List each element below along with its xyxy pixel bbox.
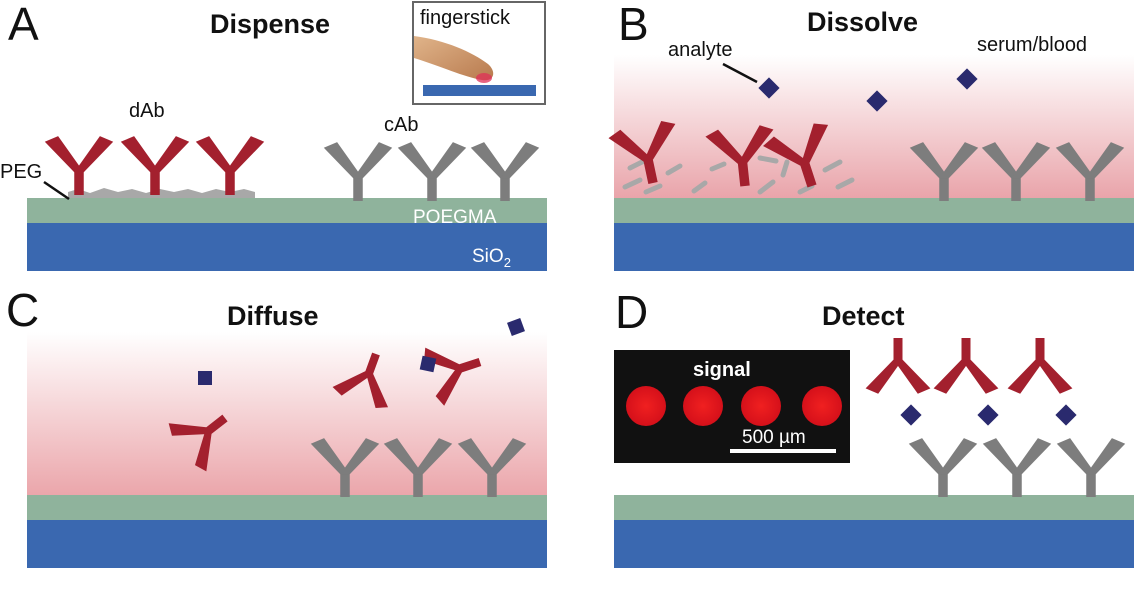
peg-fragment xyxy=(780,159,790,178)
cab-antibody xyxy=(1055,142,1125,201)
panel-a: A Dispense dAb cAb PEG POEGMA SiO2 finge… xyxy=(0,0,547,271)
serum-blood-label: serum/blood xyxy=(977,34,1087,56)
peg-fragment xyxy=(709,161,727,172)
analyte-molecule xyxy=(198,371,212,385)
cab-antibody xyxy=(981,142,1051,201)
dab-antibody xyxy=(195,136,265,195)
panel-letter: A xyxy=(8,0,39,50)
analyte-molecule xyxy=(507,318,525,336)
analyte-molecule xyxy=(1055,404,1077,426)
peg-layer xyxy=(68,188,255,198)
peg-fragment xyxy=(643,183,663,195)
poegma-layer xyxy=(27,198,547,223)
panel-c: C Diffuse xyxy=(6,284,547,568)
peg-fragment xyxy=(757,155,779,164)
cab-antibody xyxy=(310,438,380,497)
peg-fragment xyxy=(627,158,647,171)
peg-fragment xyxy=(665,163,683,176)
cab-antibody xyxy=(383,438,453,497)
poegma-label: POEGMA xyxy=(413,207,497,228)
cab-antibody xyxy=(982,438,1052,497)
scale-bar xyxy=(730,449,836,453)
dab-antibody xyxy=(120,136,190,195)
peg-leader-line xyxy=(43,180,70,201)
dab-antibody xyxy=(168,414,228,472)
dab-antibody xyxy=(1007,338,1073,394)
peg-fragment xyxy=(835,177,855,190)
signal-spot xyxy=(626,386,666,426)
fingerstick-inset: fingerstick xyxy=(412,1,546,105)
dab-label: dAb xyxy=(129,100,165,122)
peg-fragment xyxy=(691,180,708,194)
panel-title: Dissolve xyxy=(807,7,918,37)
cab-antibody xyxy=(470,142,540,201)
fingerstick-label: fingerstick xyxy=(420,7,511,29)
sample-gradient xyxy=(614,55,1134,198)
cab-antibody xyxy=(397,142,467,201)
panel-letter: D xyxy=(615,286,648,338)
panel-b: B Dissolve analyte serum/blood xyxy=(608,0,1134,271)
signal-spot xyxy=(802,386,842,426)
analyte-molecule xyxy=(977,404,999,426)
poegma-layer xyxy=(27,495,547,520)
analyte-molecule xyxy=(956,68,978,90)
signal-label: signal xyxy=(693,359,751,381)
cab-antibody xyxy=(323,142,393,201)
analyte-leader-line xyxy=(722,62,758,84)
sio2-substrate xyxy=(614,223,1134,271)
analyte-label: analyte xyxy=(668,39,733,61)
panel-letter: B xyxy=(618,0,649,50)
peg-fragment xyxy=(797,183,815,195)
chip-icon xyxy=(423,85,536,96)
sio2-substrate xyxy=(614,520,1134,568)
dab-antibody xyxy=(763,123,829,188)
signal-spot xyxy=(741,386,781,426)
signal-spot xyxy=(683,386,723,426)
peg-fragment xyxy=(622,177,643,190)
analyte-molecule xyxy=(758,77,780,99)
panel-title: Detect xyxy=(822,301,905,331)
panel-d: D Detect signal 500 µm xyxy=(614,286,1134,568)
dab-antibody xyxy=(705,125,774,187)
cab-label: cAb xyxy=(384,114,418,136)
panel-letter: C xyxy=(6,284,39,336)
analyte-molecule xyxy=(866,90,888,112)
peg-label: PEG xyxy=(0,161,42,183)
sio2-substrate xyxy=(27,223,547,271)
signal-inset: signal 500 µm xyxy=(614,350,850,463)
analyte-molecule xyxy=(419,355,437,373)
analyte-molecule xyxy=(900,404,922,426)
panel-title: Dispense xyxy=(210,9,330,39)
panel-title: Diffuse xyxy=(227,301,319,331)
poegma-layer xyxy=(614,495,1134,520)
dab-antibody xyxy=(933,338,999,394)
dab-antibody xyxy=(424,347,482,406)
cab-antibody xyxy=(909,142,979,201)
poegma-layer xyxy=(614,198,1134,223)
cab-antibody xyxy=(908,438,978,497)
dab-antibody xyxy=(44,136,114,195)
finger-icon xyxy=(414,36,494,81)
scale-bar-label: 500 µm xyxy=(742,427,806,448)
sio2-substrate xyxy=(27,520,547,568)
blood-drop-icon xyxy=(476,73,492,83)
peg-fragment xyxy=(822,159,843,173)
cab-antibody xyxy=(457,438,527,497)
sio2-label: SiO2 xyxy=(472,246,511,270)
dab-antibody xyxy=(865,338,931,394)
peg-fragment xyxy=(757,179,776,195)
dab-antibody xyxy=(608,121,676,184)
cab-antibody xyxy=(1056,438,1126,497)
sample-gradient xyxy=(27,332,547,495)
dab-antibody xyxy=(332,352,389,408)
